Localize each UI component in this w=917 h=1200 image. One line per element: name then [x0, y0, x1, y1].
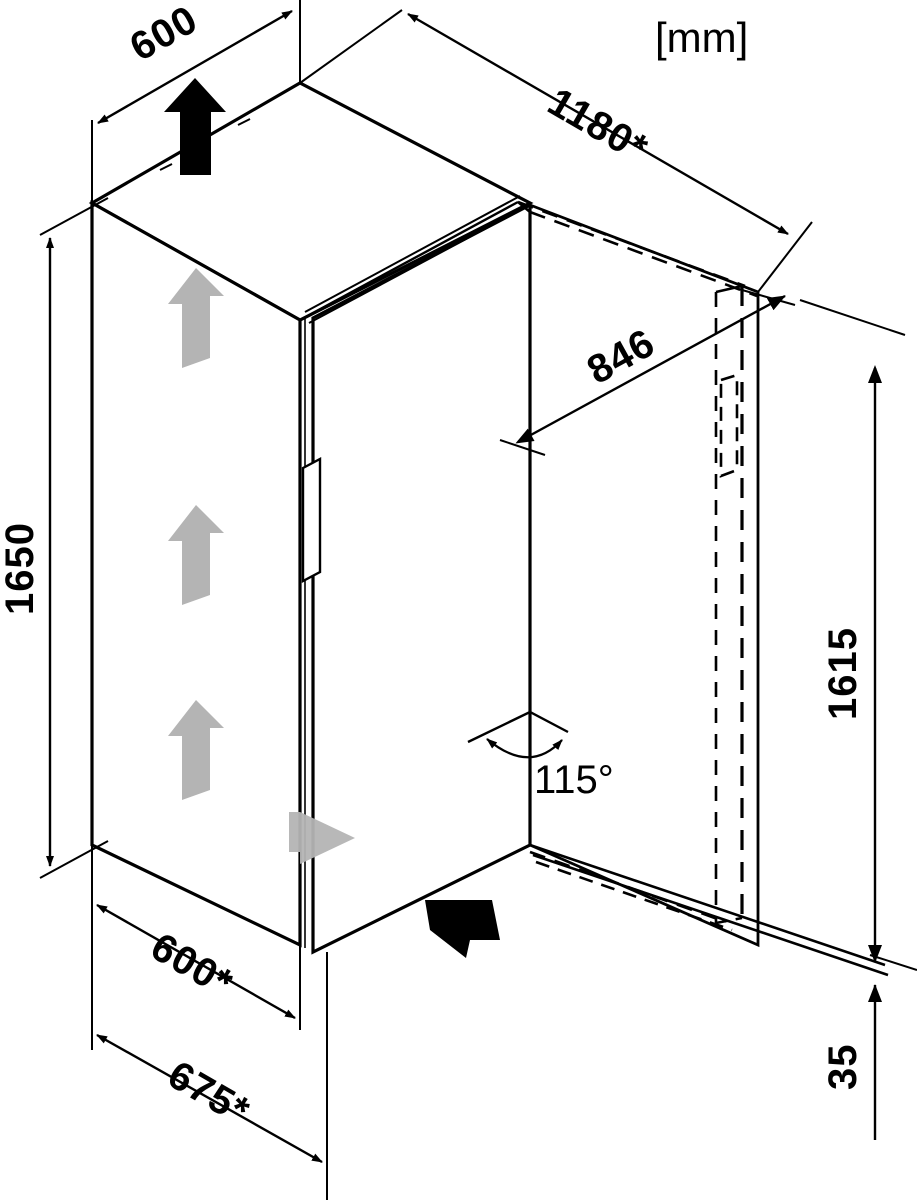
dimension-total-height	[39, 197, 109, 879]
dim-label-1650: 1650	[0, 522, 42, 615]
airflow-arrows-gray	[168, 268, 355, 864]
gray-up-arrow-1	[168, 268, 224, 368]
door-open-outline	[517, 200, 760, 948]
floor-base-plate	[529, 843, 889, 977]
dim-label-600-top: 600	[123, 0, 205, 70]
dim-line-1180	[407, 12, 789, 236]
dim-line-675star	[96, 1033, 323, 1164]
angle-indicator-115	[467, 710, 569, 790]
ext-line-846-left	[499, 439, 546, 456]
dim-label-1615: 1615	[821, 627, 865, 720]
dim-line-600	[97, 9, 293, 125]
ext-line-1180-spacer	[810, 228, 885, 965]
dim-label-675star: 675*	[161, 1053, 258, 1134]
ext-line-1615-top	[799, 299, 906, 336]
angle-leg-lines	[467, 710, 569, 744]
dim-line-846	[515, 294, 786, 444]
dim-line-600star	[96, 903, 296, 1020]
door-handle	[301, 457, 322, 583]
dimension-door-open-depth	[499, 287, 796, 456]
dimension-cabinet-width	[91, 845, 301, 1050]
ext-line-1650-bottom	[39, 840, 109, 879]
door-open-panel-dashed	[714, 284, 744, 925]
unit-label: [mm]	[655, 14, 748, 61]
door-open-panel-handle	[719, 373, 739, 478]
dimension-height-to-door-bottom	[799, 299, 917, 971]
dimension-width-door-open	[96, 952, 328, 1200]
door-open-side-face	[529, 203, 760, 948]
floor-plate-top-edge	[529, 843, 886, 967]
dim-label-846: 846	[580, 321, 662, 393]
door-open-dash-top-2	[529, 210, 758, 298]
ext-line-846-right	[734, 287, 796, 306]
dimension-depth-top	[91, 0, 301, 203]
dimension-door-open-width	[299, 9, 885, 965]
dim-label-600star: 600*	[144, 925, 241, 1006]
ext-line-1180-left	[299, 9, 403, 84]
door-open-panel-bottom	[715, 916, 743, 925]
dim-label-35: 35	[821, 1044, 865, 1091]
gray-in-arrow	[289, 812, 355, 864]
angle-label-115: 115°	[534, 758, 614, 802]
ext-line-1180-right	[757, 221, 813, 293]
gray-up-arrow-3	[168, 700, 224, 800]
door-open-panel-top	[715, 284, 743, 294]
door-open-dash-bottom-2	[535, 860, 733, 932]
angle-arc	[486, 738, 563, 759]
dim-label-1180: 1180*	[541, 80, 656, 172]
ext-line-1650-top	[39, 197, 109, 236]
black-in-arrow-bottom	[425, 900, 500, 958]
gray-up-arrow-2	[168, 505, 224, 605]
floor-plate-bottom-edge	[532, 853, 889, 977]
